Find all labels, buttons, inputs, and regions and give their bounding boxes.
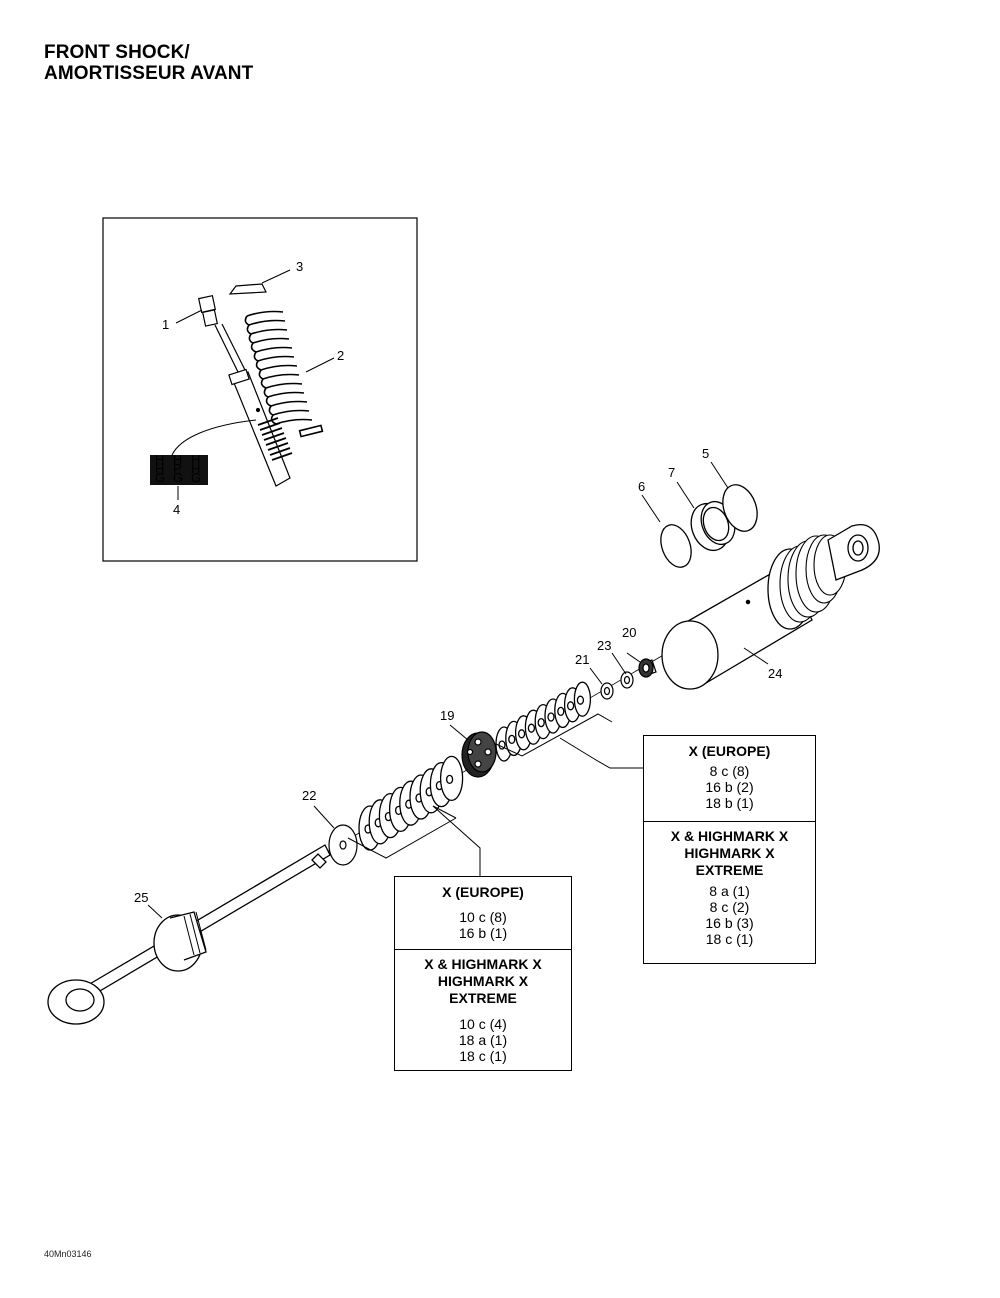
callout-7: 7 bbox=[668, 465, 675, 480]
shim-hole bbox=[445, 774, 454, 785]
shim-hole bbox=[557, 706, 565, 717]
shaft-eye-assembly bbox=[47, 844, 331, 1025]
part-line: 16 b (2) bbox=[705, 779, 754, 795]
callout-21: 21 bbox=[575, 652, 589, 667]
callout-1: 1 bbox=[162, 317, 169, 332]
callout-3: 3 bbox=[296, 259, 303, 274]
callout-19: 19 bbox=[440, 708, 454, 723]
section-header: HIGHMARK X bbox=[437, 973, 529, 989]
part-line: 18 a (1) bbox=[458, 1032, 508, 1048]
part-small-washers bbox=[600, 658, 657, 700]
main-leader-lines bbox=[147, 461, 769, 919]
section-header: EXTREME bbox=[695, 862, 764, 878]
shim-hole bbox=[508, 734, 516, 745]
decal-letter: H bbox=[191, 461, 200, 476]
callout-25: 25 bbox=[134, 890, 148, 905]
application-box-right: X (EUROPE) 8 c (8) 16 b (2) 18 b (1) X &… bbox=[643, 735, 816, 964]
drawing-code: 40Mn03146 bbox=[44, 1249, 92, 1259]
section-header: X (EUROPE) bbox=[688, 743, 771, 759]
shim-stack-lower bbox=[358, 755, 464, 851]
callout-2: 2 bbox=[337, 348, 344, 363]
callout-4: 4 bbox=[173, 502, 180, 517]
decal-letter: H bbox=[191, 452, 200, 467]
part-line: 16 b (1) bbox=[458, 925, 508, 941]
shim-hole bbox=[576, 695, 585, 705]
inset-leader-lines bbox=[171, 269, 335, 500]
inset-spring bbox=[244, 310, 324, 438]
page-title: FRONT SHOCK/ AMORTISSEUR AVANT bbox=[44, 42, 253, 84]
part-line: 18 b (1) bbox=[705, 795, 754, 811]
callout-23: 23 bbox=[597, 638, 611, 653]
section-highmark: X & HIGHMARK X HIGHMARK X EXTREME 8 a (1… bbox=[644, 822, 815, 947]
callout-6: 6 bbox=[638, 479, 645, 494]
part-line: 8 c (2) bbox=[709, 899, 750, 915]
section-header: EXTREME bbox=[449, 990, 517, 1006]
inset-spring-cap bbox=[228, 283, 267, 295]
shim-hole bbox=[527, 723, 536, 733]
part-line: 10 c (8) bbox=[459, 909, 507, 925]
section-europe: X (EUROPE) 10 c (8) 16 b (1) bbox=[395, 877, 571, 950]
decal-letter: H bbox=[173, 452, 182, 467]
title-line-english: FRONT SHOCK/ bbox=[44, 42, 190, 63]
shim-stack-upper bbox=[495, 681, 592, 762]
part-line: 8 c (8) bbox=[709, 763, 750, 779]
shim-hole bbox=[566, 701, 575, 711]
decal-letter: P bbox=[173, 461, 182, 476]
section-header: X & HIGHMARK X bbox=[670, 828, 789, 844]
callout-22: 22 bbox=[302, 788, 316, 803]
decal-letter: H bbox=[155, 452, 164, 467]
shim-hole bbox=[517, 729, 526, 739]
section-header: X & HIGHMARK X bbox=[424, 956, 542, 972]
decal-letter: G bbox=[173, 470, 183, 485]
callout-5: 5 bbox=[702, 446, 709, 461]
inset-shock-assembly bbox=[197, 294, 293, 487]
section-highmark: X & HIGHMARK X HIGHMARK X EXTREME 10 c (… bbox=[395, 950, 571, 1064]
decal-letter: H bbox=[155, 461, 164, 476]
section-europe: X (EUROPE) 8 c (8) 16 b (2) 18 b (1) bbox=[644, 736, 815, 822]
section-header: HIGHMARK X bbox=[684, 845, 775, 861]
part-piston-19 bbox=[461, 731, 497, 778]
title-line-french: AMORTISSEUR AVANT bbox=[44, 63, 254, 84]
shim-hole bbox=[547, 712, 555, 722]
callout-24: 24 bbox=[768, 666, 782, 681]
application-box-left: X (EUROPE) 10 c (8) 16 b (1) X & HIGHMAR… bbox=[394, 876, 572, 1071]
section-header: X (EUROPE) bbox=[442, 884, 524, 900]
part-washer-22 bbox=[328, 824, 358, 866]
shim-hole bbox=[537, 717, 545, 728]
part-shock-body-24 bbox=[661, 523, 880, 690]
decal-letter: G bbox=[155, 470, 165, 485]
callout-20: 20 bbox=[622, 625, 636, 640]
part-line: 10 c (4) bbox=[459, 1016, 507, 1032]
part-line: 16 b (3) bbox=[705, 915, 754, 931]
decal-letter: G bbox=[191, 470, 201, 485]
inset-frame bbox=[102, 217, 418, 562]
part-line: 18 c (1) bbox=[459, 1048, 507, 1064]
part-line: 8 a (1) bbox=[709, 883, 750, 899]
callout-labels: 1 2 3 4 5 6 7 19 20 21 22 23 24 25 bbox=[134, 259, 782, 905]
part-seals-5-6-7 bbox=[660, 484, 758, 568]
part-line: 18 c (1) bbox=[705, 931, 754, 947]
